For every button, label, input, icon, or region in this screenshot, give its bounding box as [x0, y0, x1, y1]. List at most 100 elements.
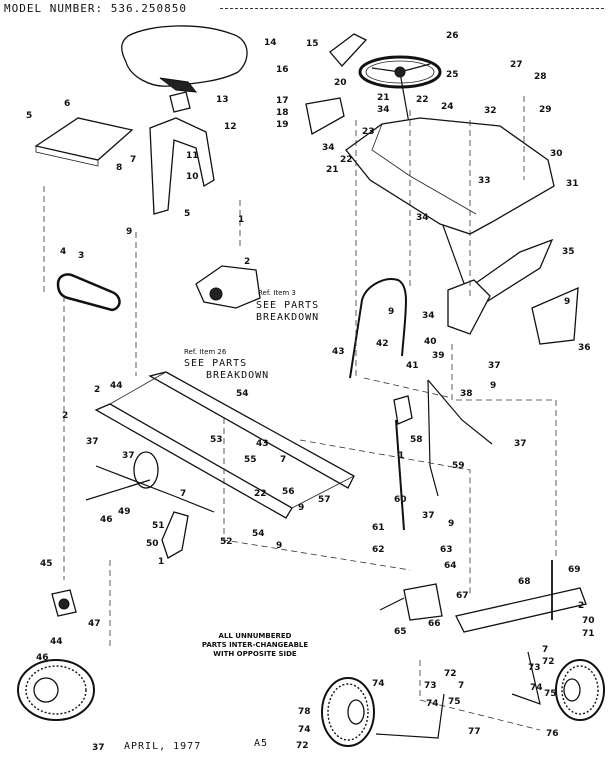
page-number: A5 [254, 738, 269, 749]
callout-43-a: 43 [332, 347, 345, 357]
callout-46-b: 46 [36, 653, 49, 663]
callout-50: 50 [146, 539, 159, 549]
callout-16: 16 [276, 65, 289, 75]
callout-4: 4 [60, 247, 67, 257]
model-number-header: MODEL NUMBER: 536.250850 [4, 2, 187, 15]
callout-77: 77 [468, 727, 481, 737]
callout-74-c: 74 [426, 699, 439, 709]
callout-61: 61 [372, 523, 385, 533]
callout-53: 53 [210, 435, 223, 445]
callout-44-b: 44 [50, 637, 63, 647]
callout-31: 31 [566, 179, 579, 189]
model-number-value: 536.250850 [110, 2, 187, 15]
callout-76: 76 [546, 729, 559, 739]
callout-55: 55 [244, 455, 257, 465]
callout-35: 35 [562, 247, 575, 257]
see-parts-steering: SEE PARTS BREAKDOWN [184, 358, 270, 381]
callout-36: 36 [578, 343, 591, 353]
callout-37-a: 37 [488, 361, 501, 371]
seat-bracket [169, 91, 191, 113]
callout-5-b: 5 [184, 209, 191, 219]
callout-9-b: 9 [388, 307, 395, 317]
callout-7-b: 7 [180, 489, 187, 499]
callout-59: 59 [452, 461, 465, 471]
callout-5-top: 5 [26, 111, 33, 121]
callout-40: 40 [424, 337, 437, 347]
callout-69: 69 [568, 565, 581, 575]
transaxle [195, 265, 261, 309]
bracket [305, 97, 345, 136]
callout-65: 65 [394, 627, 407, 637]
callout-27: 27 [510, 60, 523, 70]
callout-37-c: 37 [514, 439, 527, 449]
callout-6: 6 [64, 99, 71, 109]
callout-66: 66 [428, 619, 441, 629]
callout-1-b: 1 [398, 451, 405, 461]
callout-8: 8 [116, 163, 123, 173]
callout-75-a: 75 [448, 697, 461, 707]
callout-73-b: 73 [424, 681, 437, 691]
pedal-rod [349, 278, 407, 379]
seat-base-shadow [159, 77, 198, 93]
interchangeable-parts-note: ALL UNNUMBERED PARTS INTER-CHANGEABLE WI… [201, 632, 309, 658]
callout-19: 19 [276, 120, 289, 130]
callout-45: 45 [40, 559, 53, 569]
callout-21-b: 21 [326, 165, 339, 175]
callout-34-b: 34 [322, 143, 335, 153]
callout-41: 41 [406, 361, 419, 371]
callout-54-a: 54 [236, 389, 249, 399]
reference-item-3: Ref. Item 3 [258, 289, 296, 297]
callout-74-b: 74 [372, 679, 385, 689]
callout-34-d: 34 [422, 311, 435, 321]
callout-2-c: 2 [62, 411, 69, 421]
callout-47: 47 [88, 619, 101, 629]
reference-item-26: Ref. Item 26 [184, 348, 227, 356]
callout-44-a: 44 [110, 381, 123, 391]
callout-32: 32 [484, 106, 497, 116]
callout-71: 71 [582, 629, 595, 639]
callout-7-d: 7 [458, 681, 465, 691]
callout-24: 24 [441, 102, 454, 112]
callout-22-b: 22 [340, 155, 353, 165]
callout-10: 10 [186, 172, 199, 182]
header-dashed-rule [220, 8, 604, 9]
callout-12: 12 [224, 122, 237, 132]
callout-51: 51 [152, 521, 165, 531]
brake-rod [85, 479, 151, 501]
callout-38: 38 [460, 389, 473, 399]
callout-72-c: 72 [296, 741, 309, 751]
callout-58: 58 [410, 435, 423, 445]
callout-37-f: 37 [92, 743, 105, 753]
callout-7-top: 7 [130, 155, 137, 165]
callout-1-a: 1 [238, 215, 245, 225]
callout-33: 33 [478, 176, 491, 186]
steering-wheel [358, 55, 442, 89]
callout-9-f: 9 [276, 541, 283, 551]
callout-9-e: 9 [298, 503, 305, 513]
callout-7-c: 7 [542, 645, 549, 655]
frame-rail-upper [148, 371, 355, 489]
link-rod [427, 379, 439, 497]
frame-rail-lower [94, 403, 293, 519]
callout-73-a: 73 [528, 663, 541, 673]
callout-13: 13 [216, 95, 229, 105]
callout-3: 3 [78, 251, 85, 261]
callout-63: 63 [440, 545, 453, 555]
callout-2-b: 2 [94, 385, 101, 395]
callout-37-b: 37 [86, 437, 99, 447]
seat [121, 25, 248, 87]
callout-9-d: 9 [490, 381, 497, 391]
callout-42: 42 [376, 339, 389, 349]
callout-39: 39 [432, 351, 445, 361]
callout-9-c: 9 [564, 297, 571, 307]
see-parts-transaxle: SEE PARTS BREAKDOWN [256, 300, 320, 323]
callout-9-a: 9 [126, 227, 133, 237]
callout-25: 25 [446, 70, 459, 80]
callout-46-a: 46 [100, 515, 113, 525]
rear-pulley [133, 451, 159, 489]
callout-52: 52 [220, 537, 233, 547]
callout-26: 26 [446, 31, 459, 41]
callout-37-e: 37 [422, 511, 435, 521]
